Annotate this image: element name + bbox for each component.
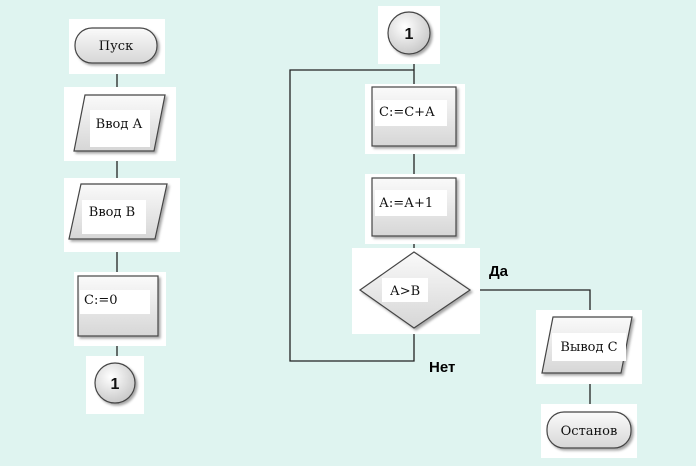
- no-label: Нет: [429, 359, 455, 376]
- output-c-block: Вывод С: [536, 310, 642, 384]
- stop-label: Останов: [561, 424, 618, 439]
- assign-c-block: С:=0: [74, 272, 166, 346]
- assign-c-label: С:=0: [84, 293, 118, 308]
- left-connector-label: 1: [111, 376, 120, 393]
- input-a-label: Ввод А: [96, 117, 143, 132]
- start-label: Пуск: [99, 39, 133, 54]
- condition-decision: А>В: [352, 248, 480, 334]
- yes-label: Да: [489, 263, 509, 280]
- step-c-block: С:=С+А: [365, 84, 465, 154]
- stop-terminator: Останов: [541, 404, 637, 458]
- input-a-block: Ввод А: [64, 87, 176, 161]
- right-connector-label: 1: [405, 26, 414, 43]
- step-c-label: С:=С+А: [379, 105, 435, 120]
- step-a-label: А:=А+1: [379, 196, 433, 211]
- output-c-label: Вывод С: [560, 340, 617, 355]
- left-connector-circle: 1: [86, 356, 144, 414]
- input-b-block: Ввод В: [64, 178, 180, 252]
- right-connector-circle: 1: [378, 6, 440, 64]
- condition-label: А>В: [390, 284, 420, 299]
- input-b-label: Ввод В: [89, 205, 135, 220]
- step-a-block: А:=А+1: [365, 174, 465, 244]
- start-terminator: Пуск: [69, 19, 165, 74]
